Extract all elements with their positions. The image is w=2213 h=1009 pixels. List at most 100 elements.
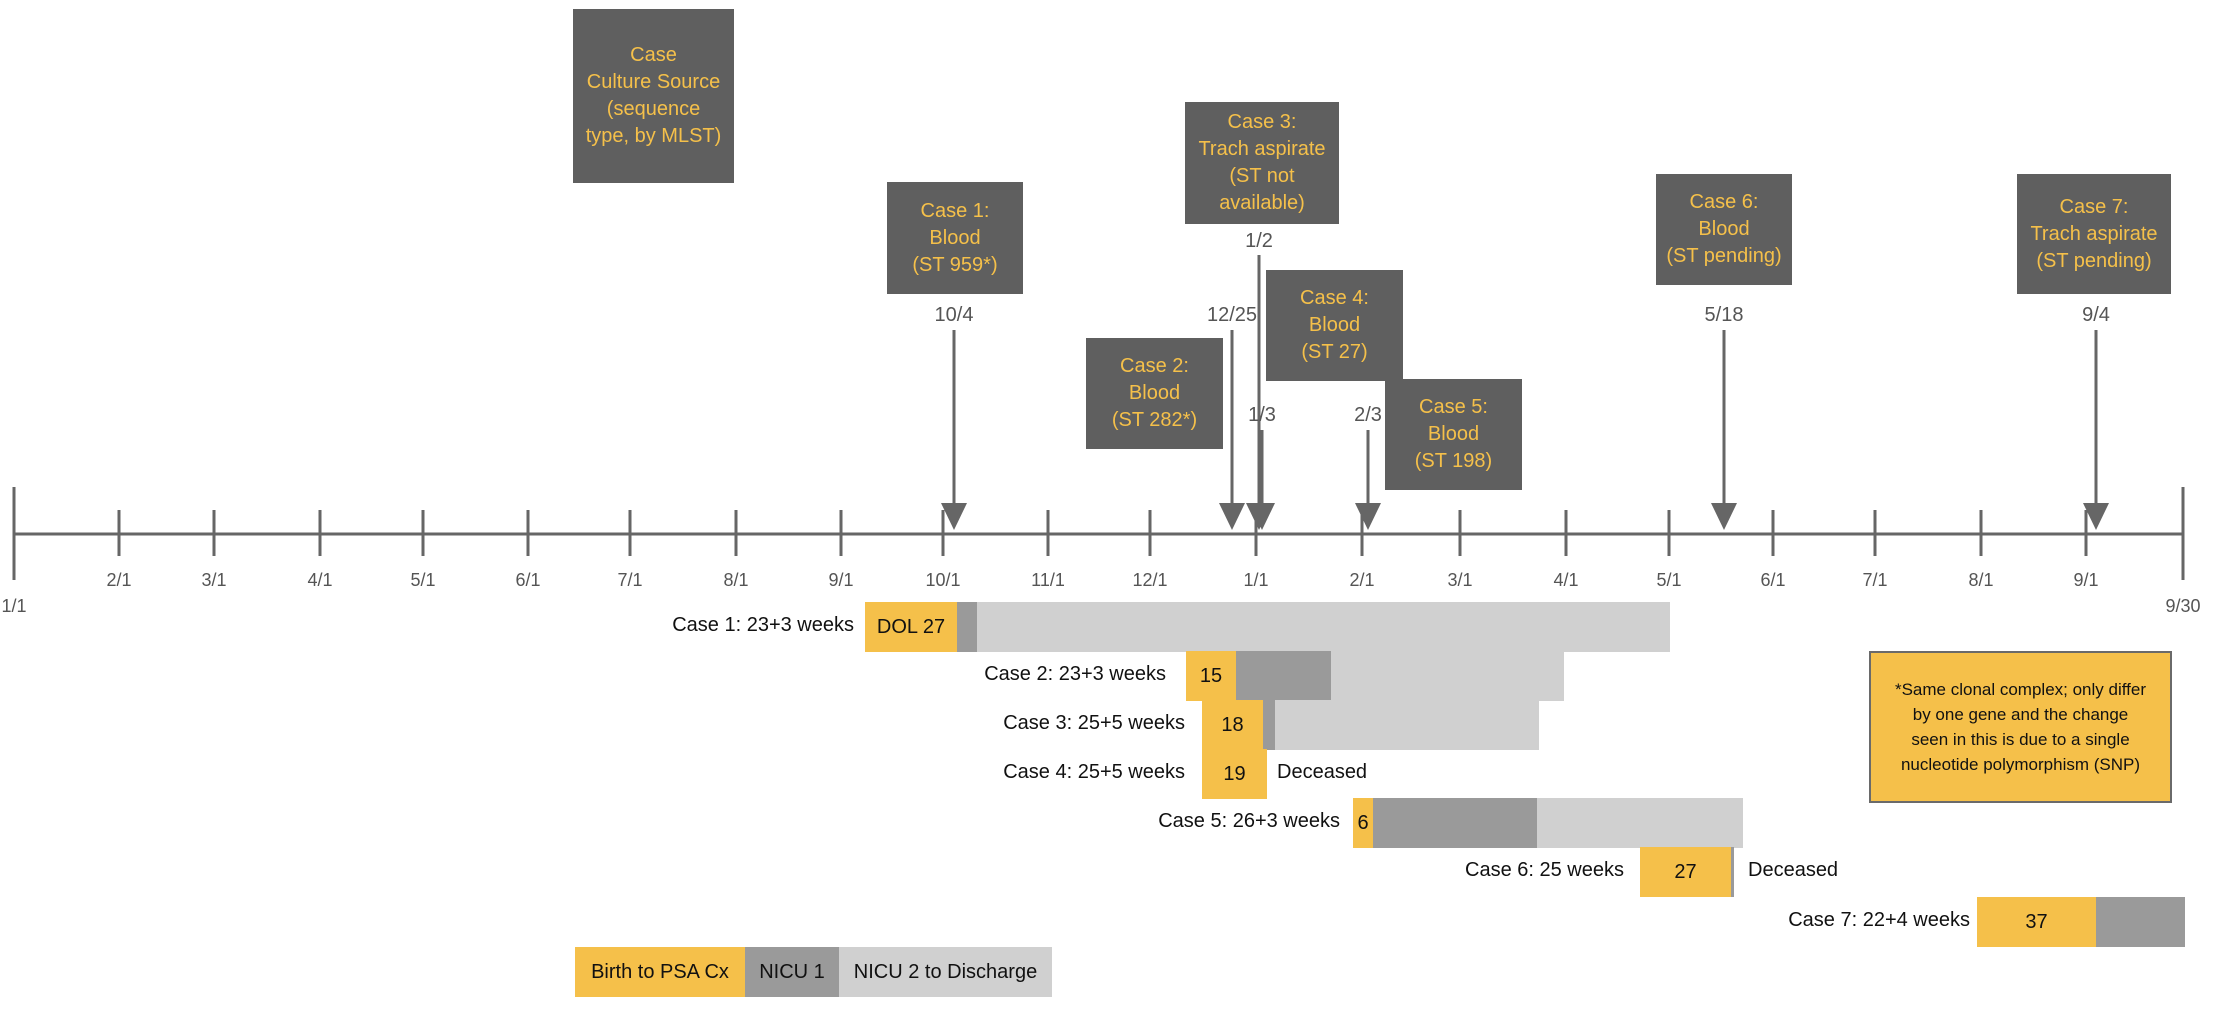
course-label: Case 2: 23+3 weeks	[984, 663, 1166, 685]
tick-label: 8/1	[723, 570, 749, 590]
bar-nicu1	[1236, 651, 1331, 701]
event-line: Blood	[1427, 423, 1480, 445]
course-label: Case 7: 22+4 weeks	[1788, 909, 1970, 931]
tick-label: 12/1	[1132, 570, 1168, 590]
event-line: Case 4:	[1300, 287, 1369, 309]
bar-birth-to-psa	[865, 602, 957, 652]
key-line: (sequence	[606, 98, 701, 120]
tick-label: 1/1	[1243, 570, 1269, 590]
tick-label: 9/30	[2165, 596, 2201, 616]
event-line: Case 1:	[920, 199, 990, 222]
key-box: Case Culture Source (sequence type, by M…	[573, 9, 734, 183]
deceased-label: Deceased	[1277, 761, 1368, 783]
footnote-line: nucleotide polymorphism (SNP)	[1900, 755, 2141, 774]
footnote-line: *Same clonal complex; only differ	[1894, 680, 2147, 699]
event-date: 10/4	[934, 304, 974, 326]
event-box-case7: Case 7: Trach aspirate (ST pending)	[2017, 174, 2171, 294]
bar-birth-to-psa	[1353, 798, 1373, 848]
bar-birth-to-psa	[1202, 749, 1267, 799]
course-dol: 6	[1357, 811, 1369, 834]
event-arrow-case5-head	[1355, 503, 1381, 530]
key-line: Case	[630, 44, 677, 66]
event-line: Blood	[929, 226, 981, 249]
course-dol: 15	[1199, 664, 1223, 687]
bar-nicu1	[1373, 798, 1537, 848]
deceased-label: Deceased	[1748, 859, 1839, 881]
tick-label: 6/1	[515, 570, 541, 590]
event-line: Blood	[1698, 218, 1750, 240]
event-date: 1/3	[1248, 404, 1276, 426]
event-box-case3: Case 3: Trach aspirate (ST not available…	[1185, 102, 1339, 224]
event-arrow-case2-head	[1219, 503, 1245, 530]
event-arrow-case1-head	[941, 503, 967, 530]
course-label: Case 5: 26+3 weeks	[1158, 810, 1340, 832]
bar-nicu2	[1331, 651, 1564, 701]
event-line: (ST 282*)	[1111, 409, 1198, 431]
bar-birth-to-psa	[1202, 700, 1263, 750]
tick-label: 3/1	[1447, 570, 1473, 590]
event-arrow-case4-head	[1249, 503, 1275, 530]
course-label: Case 3: 25+5 weeks	[1003, 712, 1185, 734]
bar-nicu1	[957, 602, 977, 652]
tick-label: 7/1	[617, 570, 643, 590]
bar-nicu1	[1263, 700, 1275, 750]
event-box-case1: Case 1: Blood (ST 959*)	[887, 182, 1023, 294]
event-line: available)	[1219, 192, 1305, 214]
bar-birth-to-psa	[1977, 897, 2096, 947]
tick-label: 5/1	[1656, 570, 1682, 590]
event-line: (ST not	[1229, 165, 1295, 187]
course-label: Case 1: 23+3 weeks	[672, 614, 854, 636]
event-line: (ST pending)	[2036, 249, 2152, 272]
course-label: Case 4: 25+5 weeks	[1003, 761, 1185, 783]
event-line: Case 6:	[1689, 191, 1759, 213]
event-line: (ST 198)	[1414, 450, 1493, 472]
event-date: 2/3	[1354, 404, 1382, 426]
event-arrow-case7-head	[2083, 503, 2109, 530]
event-date: 9/4	[2082, 304, 2110, 326]
bar-nicu1	[1731, 847, 1734, 897]
tick-label: 2/1	[106, 570, 132, 590]
event-box-case2: Case 2: Blood (ST 282*)	[1086, 338, 1223, 449]
event-line: Trach aspirate	[1198, 138, 1326, 160]
legend-nicu2: NICU 2 to Discharge	[839, 947, 1052, 997]
event-line: Trach aspirate	[2030, 222, 2158, 245]
tick-label: 10/1	[925, 570, 961, 590]
event-box-case6: Case 6: Blood (ST pending)	[1656, 174, 1792, 285]
course-dol: 18	[1221, 713, 1244, 736]
bar-birth-to-psa	[1186, 651, 1236, 701]
key-line: type, by MLST)	[585, 125, 722, 147]
event-line: Case 3:	[1227, 111, 1297, 133]
bar-nicu2	[1275, 700, 1539, 750]
tick-label: 9/1	[828, 570, 854, 590]
tick-label: 11/1	[1031, 570, 1065, 590]
key-line: Culture Source	[586, 71, 721, 93]
tick-label: 9/1	[2073, 570, 2099, 590]
tick-label: 7/1	[1862, 570, 1888, 590]
event-arrow-case6-head	[1711, 503, 1737, 530]
event-line: Case 7:	[2059, 195, 2129, 218]
tick-label: 8/1	[1968, 570, 1994, 590]
footnote-box: *Same clonal complex; only differ by one…	[1869, 651, 2172, 803]
legend-birth-to-psa: Birth to PSA Cx	[575, 947, 745, 997]
event-box-case5: Case 5: Blood (ST 198)	[1385, 379, 1522, 490]
event-line: Blood	[1128, 382, 1181, 404]
tick-label: 1/1	[1, 596, 27, 616]
bar-nicu1	[2096, 897, 2185, 947]
event-line: (ST pending)	[1666, 245, 1782, 267]
tick-label: 2/1	[1349, 570, 1375, 590]
tick-label: 5/1	[410, 570, 436, 590]
event-line: Case 5:	[1419, 396, 1488, 418]
course-dol: 37	[2025, 910, 2048, 933]
event-date: 5/18	[1704, 304, 1744, 326]
event-line: Blood	[1308, 314, 1361, 336]
event-line: (ST 27)	[1301, 341, 1368, 363]
course-dol: DOL 27	[876, 615, 946, 638]
course-dol: 19	[1223, 762, 1246, 785]
event-box-case4: Case 4: Blood (ST 27)	[1266, 270, 1403, 381]
event-date: 1/2	[1245, 230, 1273, 252]
bar-birth-to-psa	[1640, 847, 1731, 897]
event-date: 12/25	[1206, 304, 1258, 326]
bar-nicu2	[977, 602, 1670, 652]
